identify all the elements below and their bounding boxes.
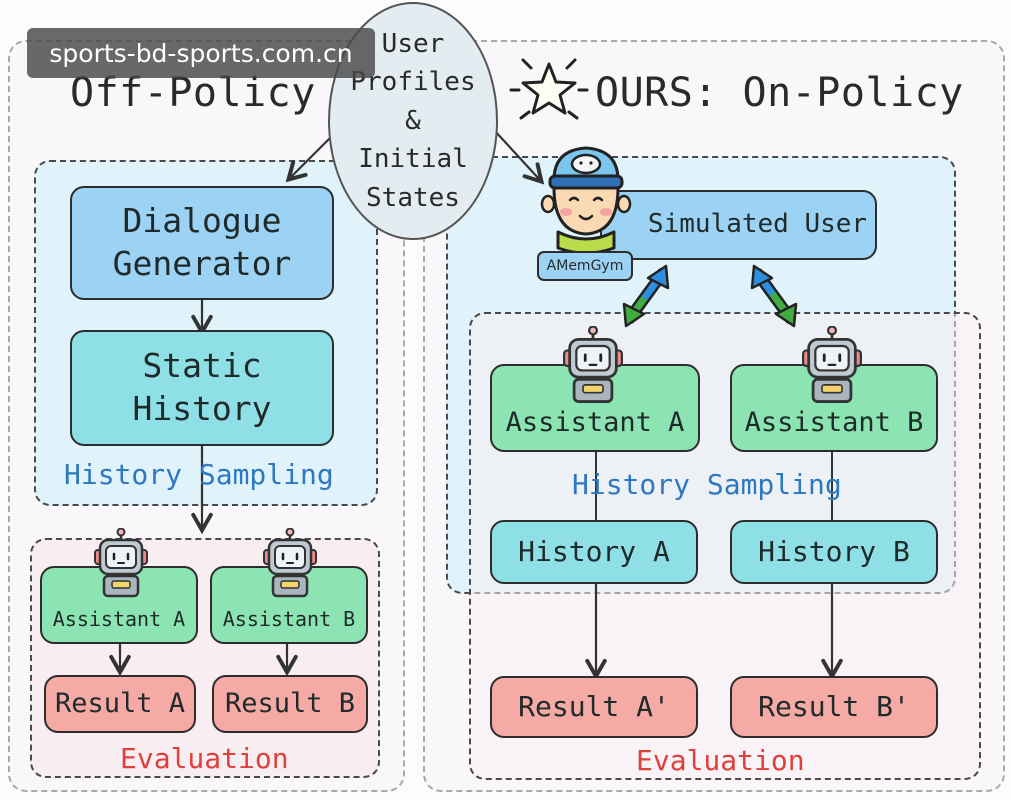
- robot-icon: [802, 326, 862, 403]
- star-icon: [509, 58, 589, 120]
- double-arrow-icon: [622, 264, 670, 328]
- double-arrow-icon: [750, 264, 798, 328]
- right-history-b-box: History B: [730, 520, 938, 584]
- amemgym-tag: AMemGym: [537, 251, 633, 281]
- right-result-a-box: Result A': [490, 676, 698, 738]
- on-policy-title: OURS: On-Policy: [595, 70, 964, 116]
- left-result-b-box: Result B: [212, 675, 368, 733]
- watermark: sports-bd-sports.com.cn: [27, 28, 375, 78]
- robot-icon: [563, 326, 623, 403]
- robot-icon: [263, 528, 317, 598]
- left-evaluation-label: Evaluation: [120, 742, 289, 775]
- right-history-a-box: History A: [490, 520, 698, 584]
- robot-icon: [94, 528, 148, 598]
- left-result-a-box: Result A: [44, 675, 196, 733]
- dialogue-generator-box: Dialogue Generator: [70, 186, 334, 300]
- right-history-sampling-label: History Sampling: [572, 468, 842, 501]
- left-history-sampling-label: History Sampling: [64, 458, 334, 491]
- right-result-b-box: Result B': [730, 676, 938, 738]
- user-avatar-icon: [540, 146, 632, 255]
- right-assistant-b-box: Assistant B: [730, 364, 938, 452]
- simulated-user-box: Simulated User: [600, 190, 877, 260]
- static-history-box: Static History: [70, 330, 334, 446]
- right-evaluation-label: Evaluation: [636, 744, 805, 777]
